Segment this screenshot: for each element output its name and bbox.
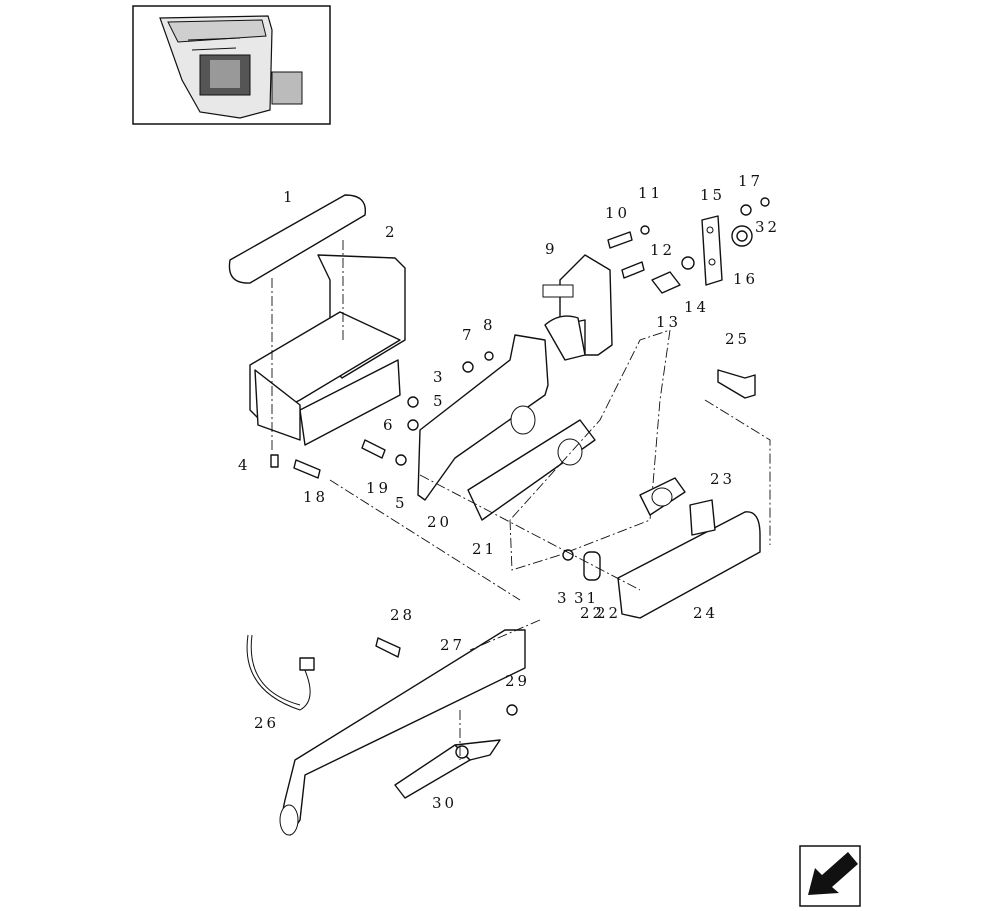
callout-27: 27	[440, 636, 465, 654]
callout-6: 6	[383, 416, 396, 434]
callout-3b: 3	[557, 589, 570, 607]
callout-13: 13	[656, 313, 681, 331]
part-bolt	[651, 271, 681, 294]
callout-28: 28	[390, 606, 415, 624]
callout-labels: 1 2 3 4 5 5 6 7 8 9 10 11 12 13 14 15 16…	[238, 172, 780, 812]
callout-5b: 5	[395, 494, 408, 512]
part-strap	[246, 634, 315, 711]
callout-29: 29	[505, 672, 530, 690]
part-latch	[542, 254, 613, 361]
callout-1: 1	[283, 188, 296, 206]
callout-24: 24	[693, 604, 718, 622]
part-lever	[279, 629, 526, 836]
callout-17: 17	[738, 172, 763, 190]
callout-10: 10	[605, 204, 630, 222]
callout-14: 14	[684, 298, 709, 316]
part-latch-plate	[701, 215, 723, 286]
part-gasket	[467, 419, 596, 521]
callout-12: 12	[650, 241, 675, 259]
arrow-left-down-icon[interactable]	[799, 845, 861, 907]
part-seal	[583, 551, 601, 581]
callout-7: 7	[462, 326, 475, 344]
callout-16: 16	[733, 270, 758, 288]
callout-22b: 22	[596, 604, 621, 622]
callout-20: 20	[427, 513, 452, 531]
callout-26: 26	[254, 714, 279, 732]
callout-3: 3	[433, 368, 446, 386]
callout-8: 8	[483, 316, 496, 334]
callout-23: 23	[710, 470, 735, 488]
callout-21: 21	[472, 540, 497, 558]
callout-25: 25	[725, 330, 750, 348]
part-handle-gasket	[639, 477, 686, 516]
callout-18: 18	[303, 488, 328, 506]
part-nut	[731, 225, 753, 247]
assembly-lines	[271, 240, 771, 760]
callout-9: 9	[545, 240, 558, 258]
callout-2: 2	[385, 223, 398, 241]
callout-11: 11	[638, 184, 663, 202]
part-bracket	[249, 254, 406, 446]
callout-32: 32	[755, 218, 780, 236]
callout-15: 15	[700, 186, 725, 204]
part-mounting-plate	[417, 334, 549, 501]
part-pad	[228, 194, 367, 284]
callout-22: 22	[580, 604, 605, 622]
callout-5a: 5	[433, 392, 446, 410]
callout-30: 30	[432, 794, 457, 812]
part-key	[717, 369, 756, 399]
callout-4: 4	[238, 456, 251, 474]
callout-19: 19	[366, 479, 391, 497]
part-door-handle	[617, 499, 761, 619]
cab-location-thumbnail	[132, 5, 331, 125]
callout-31: 31	[574, 589, 599, 607]
part-arm	[394, 739, 501, 799]
fasteners	[270, 197, 770, 716]
